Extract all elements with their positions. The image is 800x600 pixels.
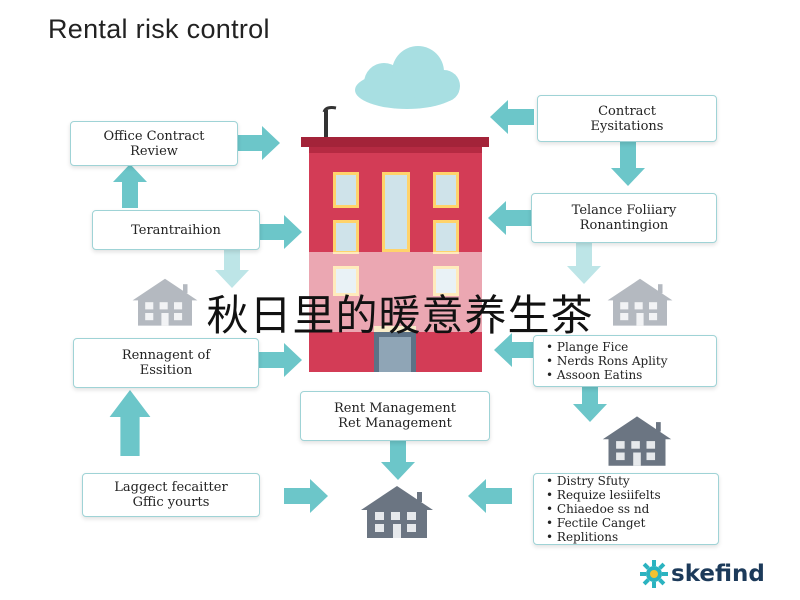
rent-management-box: Rent Management Ret Management (300, 391, 490, 441)
arrow-left-icon (468, 479, 512, 513)
arrow-right-icon (236, 126, 280, 160)
house-icon-mid-right (602, 416, 672, 466)
distry-safuty-box: Distry Sfuty Requize lesiifelts Chiaedoe… (533, 473, 719, 545)
office-contract-review-box: Office Contract Review (70, 121, 238, 166)
overlay-band (308, 252, 483, 332)
house-icon-bottom (361, 486, 433, 538)
overlay-caption: 秋日里的暖意养生茶 (206, 291, 594, 340)
contract-eysitations-box: Contract Eysitations (537, 95, 717, 142)
arrow-down-icon (567, 240, 601, 284)
telance-foliary-box: Telance Foliiary Ronantingion (531, 193, 717, 243)
arrow-right-icon (284, 479, 328, 513)
arrow-down-icon (381, 436, 415, 480)
terantraihion-box: Terantraihion (92, 210, 260, 250)
page-title: Rental risk control (48, 14, 270, 44)
plange-fice-box: Plange Fice Nerds Rons Aplity Assoon Eat… (533, 335, 717, 387)
arrow-up-icon (109, 390, 151, 456)
arrow-left-icon (488, 201, 532, 235)
rennagent-box: Rennagent of Essition (73, 338, 259, 388)
arrow-right-icon (258, 215, 302, 249)
arrow-down-icon (611, 142, 645, 186)
arrow-left-icon (490, 100, 534, 134)
logo-text: skefind (671, 561, 765, 587)
cloud-icon (355, 46, 460, 109)
arrow-up-icon (113, 164, 147, 208)
arrow-right-icon (258, 343, 302, 377)
brand-logo: skefind (640, 560, 765, 588)
sun-gear-icon (640, 560, 668, 588)
laggect-fecaitter-box: Laggect fecaitter Gffic yourts (82, 473, 260, 517)
